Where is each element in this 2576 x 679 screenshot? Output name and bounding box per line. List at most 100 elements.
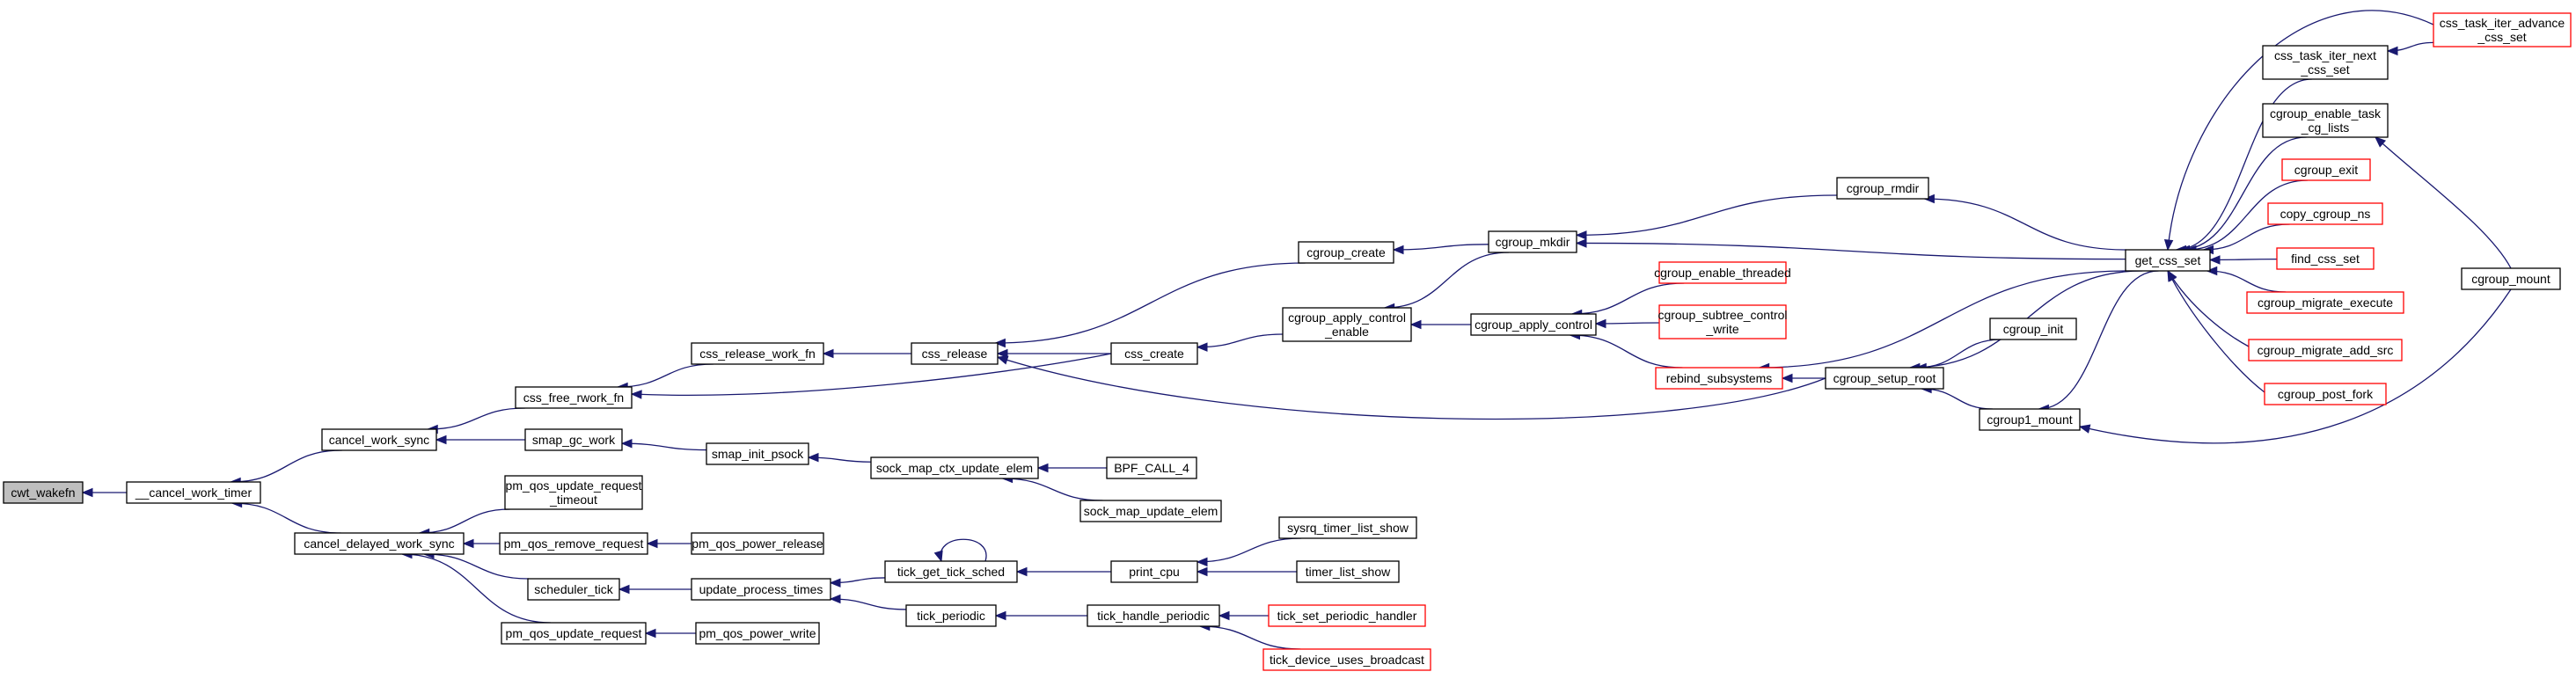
node-copy-cgroup-ns[interactable]: copy_cgroup_ns [2267,202,2383,225]
node-box[interactable] [2276,247,2375,270]
node-box[interactable] [1989,318,2077,340]
node-box[interactable] [2262,45,2389,80]
node-cgroup-rmdir[interactable]: cgroup_rmdir [1836,177,1929,200]
node-timer-list-show[interactable]: timer_list_show [1296,560,1400,583]
node-cgroup-enable-task-cg-lists[interactable]: cgroup_enable_task_cg_lists [2262,103,2389,138]
node-box[interactable] [1268,604,1426,627]
node-box[interactable] [870,456,1039,479]
node-box[interactable] [2433,12,2572,47]
node-sysrq-timer-list-show[interactable]: sysrq_timer_list_show [1278,516,1417,539]
node-box[interactable] [706,442,809,465]
node-cgroup-post-fork[interactable]: cgroup_post_fork [2264,383,2387,405]
node-find-css-set[interactable]: find_css_set [2276,247,2375,270]
node-box[interactable] [905,604,997,627]
node-BPF-CALL-4[interactable]: BPF_CALL_4 [1106,456,1197,479]
node-update-process-times[interactable]: update_process_times [691,578,831,601]
node-box[interactable] [504,475,643,510]
node-cgroup-migrate-add-src[interactable]: cgroup_migrate_add_src [2248,339,2403,361]
node-pm-qos-update-request[interactable]: pm_qos_update_request [501,622,647,645]
node-box[interactable] [1110,342,1198,365]
node-tick-handle-periodic[interactable]: tick_handle_periodic [1087,604,1220,627]
node-cgroup-apply-control[interactable]: cgroup_apply_control [1470,313,1597,336]
node-box[interactable] [1488,230,1577,253]
node-box[interactable] [515,386,633,409]
node-smap-gc-work[interactable]: smap_gc_work [524,428,623,451]
node-box[interactable] [2262,103,2389,138]
node-cgroup-migrate-execute[interactable]: cgroup_migrate_execute [2246,291,2404,314]
node-cgroup-mkdir[interactable]: cgroup_mkdir [1488,230,1577,253]
node-cgroup-init[interactable]: cgroup_init [1989,318,2077,340]
node-print-cpu[interactable]: print_cpu [1110,560,1198,583]
node-box[interactable] [2461,267,2561,290]
node-box[interactable] [691,342,824,365]
node-css-free-rwork-fn[interactable]: css_free_rwork_fn [515,386,633,409]
node-box[interactable] [691,578,831,601]
node-css-task-iter-next-css-set[interactable]: css_task_iter_next_css_set [2262,45,2389,80]
node-box[interactable] [527,578,620,601]
node-sock-map-update-elem[interactable]: sock_map_update_elem [1079,500,1222,522]
node-box[interactable] [2267,202,2383,225]
node-box[interactable] [321,428,437,451]
node-cgroup-enable-threaded[interactable]: cgroup_enable_threaded [1654,261,1791,284]
node-box[interactable] [1087,604,1220,627]
node-css-release-work-fn[interactable]: css_release_work_fn [691,342,824,365]
node-box[interactable] [1979,408,2081,431]
node-box[interactable] [1110,560,1198,583]
node-pm-qos-power-release[interactable]: pm_qos_power_release [691,532,824,555]
node-box[interactable] [2248,339,2403,361]
node-css-task-iter-advance-css-set[interactable]: css_task_iter_advance_css_set [2433,12,2572,47]
node-cgroup-setup-root[interactable]: cgroup_setup_root [1825,367,1944,390]
node-box[interactable] [1825,367,1944,390]
node-cancel-delayed-work-sync[interactable]: cancel_delayed_work_sync [294,532,465,555]
node-box[interactable] [2281,158,2371,181]
node-box[interactable] [911,342,999,365]
node-pm-qos-remove-request[interactable]: pm_qos_remove_request [499,532,648,555]
node-scheduler-tick[interactable]: scheduler_tick [527,578,620,601]
node-box[interactable] [1655,367,1783,390]
node-cancel-work-sync[interactable]: cancel_work_sync [321,428,437,451]
node-box[interactable] [2246,291,2404,314]
node-box[interactable] [1658,304,1787,340]
node-box[interactable] [1658,261,1787,284]
node-box[interactable] [3,481,84,504]
node-box[interactable] [695,622,820,645]
node-cwt-wakefn[interactable]: cwt_wakefn [3,481,84,504]
node-cgroup-subtree-control-write[interactable]: cgroup_subtree_control_write [1658,304,1788,340]
node-sock-map-ctx-update-elem[interactable]: sock_map_ctx_update_elem [870,456,1039,479]
node-tick-get-tick-sched[interactable]: tick_get_tick_sched [884,560,1018,583]
node-tick-periodic[interactable]: tick_periodic [905,604,997,627]
node-cgroup-exit[interactable]: cgroup_exit [2281,158,2371,181]
node-box[interactable] [501,622,647,645]
node-cgroup-mount[interactable]: cgroup_mount [2461,267,2561,290]
node-box[interactable] [524,428,623,451]
node-box[interactable] [499,532,648,555]
node-box[interactable] [1836,177,1929,200]
node---cancel-work-timer[interactable]: __cancel_work_timer [126,481,261,504]
node-rebind-subsystems[interactable]: rebind_subsystems [1655,367,1783,390]
node-box[interactable] [294,532,465,555]
node-box[interactable] [1262,648,1431,671]
node-box[interactable] [1470,313,1597,336]
node-box[interactable] [884,560,1018,583]
node-cgroup-apply-control-enable[interactable]: cgroup_apply_control_enable [1282,307,1412,342]
node-box[interactable] [1106,456,1197,479]
node-cgroup1-mount[interactable]: cgroup1_mount [1979,408,2081,431]
node-cgroup-create[interactable]: cgroup_create [1298,241,1394,264]
node-box[interactable] [1079,500,1222,522]
node-smap-init-psock[interactable]: smap_init_psock [706,442,809,465]
node-box[interactable] [691,532,824,555]
node-pm-qos-power-write[interactable]: pm_qos_power_write [695,622,820,645]
node-box[interactable] [1282,307,1412,342]
node-pm-qos-update-request-timeout[interactable]: pm_qos_update_request_timeout [504,475,643,510]
node-box[interactable] [2264,383,2387,405]
node-css-create[interactable]: css_create [1110,342,1198,365]
node-box[interactable] [1296,560,1400,583]
node-css-release[interactable]: css_release [911,342,999,365]
node-box[interactable] [1298,241,1394,264]
node-tick-device-uses-broadcast[interactable]: tick_device_uses_broadcast [1262,648,1431,671]
node-box[interactable] [1278,516,1417,539]
node-get-css-set[interactable]: get_css_set [2125,249,2211,272]
node-tick-set-periodic-handler[interactable]: tick_set_periodic_handler [1268,604,1426,627]
node-box[interactable] [2125,249,2211,272]
node-box[interactable] [126,481,261,504]
